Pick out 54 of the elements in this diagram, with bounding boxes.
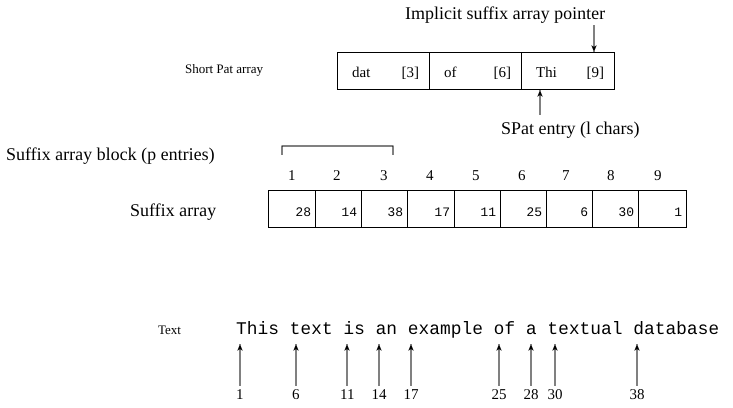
index-number: 4 [426, 169, 434, 184]
arrow [376, 344, 382, 386]
prefix-text: dat [352, 66, 370, 81]
array-cell: 30 [592, 190, 639, 228]
arrow [634, 344, 640, 386]
row-label: Text [158, 323, 181, 336]
array-label: Suffix array [130, 201, 216, 219]
arrow [293, 344, 299, 386]
array-cell: 1 [638, 190, 687, 228]
array-label: Suffix array block (p entries) [6, 145, 215, 163]
array-cell: 25 [500, 190, 547, 228]
position-number: 1 [236, 388, 244, 403]
arrow [528, 344, 534, 386]
index-number: 6 [518, 169, 526, 184]
array-cell [521, 52, 615, 90]
position-number: 25 [492, 388, 506, 403]
array-cell [337, 52, 430, 90]
arrow [552, 344, 558, 386]
index-number: 5 [472, 169, 480, 184]
array-cell: 11 [454, 190, 501, 228]
index-number: 3 [380, 169, 388, 184]
pointer-index: [3] [402, 66, 419, 81]
position-number: 11 [340, 388, 354, 403]
index-number: 9 [654, 169, 662, 184]
pointer-index: [6] [494, 66, 511, 81]
position-number: 14 [372, 388, 386, 403]
arrow [344, 344, 350, 386]
position-number: 38 [630, 388, 644, 403]
array-cell [429, 52, 522, 90]
array-cell: 28 [268, 190, 316, 228]
array-cell: 17 [407, 190, 455, 228]
position-number: 30 [548, 388, 562, 403]
arrow [537, 90, 543, 116]
annotation-text: SPat entry (l chars) [501, 119, 640, 137]
prefix-text: of [444, 66, 456, 81]
array-cell: 14 [315, 190, 362, 228]
array-cell: 6 [546, 190, 593, 228]
arrow [591, 24, 597, 52]
arrow [496, 344, 502, 386]
prefix-text: Thi [536, 66, 557, 81]
position-number: 28 [524, 388, 538, 403]
index-number: 1 [288, 169, 296, 184]
annotation-text: Implicit suffix array pointer [405, 4, 606, 22]
position-number: 17 [404, 388, 418, 403]
index-number: 2 [333, 169, 340, 184]
index-number: 8 [607, 169, 614, 184]
pointer-index: [9] [586, 66, 604, 81]
array-label: Short Pat array [185, 62, 263, 75]
arrow [237, 344, 243, 386]
index-number: 7 [562, 169, 570, 184]
array-cell: 38 [361, 190, 408, 228]
arrow [408, 344, 414, 386]
text-string: This text is an example of a textual database [236, 322, 720, 340]
position-number: 6 [292, 388, 300, 403]
